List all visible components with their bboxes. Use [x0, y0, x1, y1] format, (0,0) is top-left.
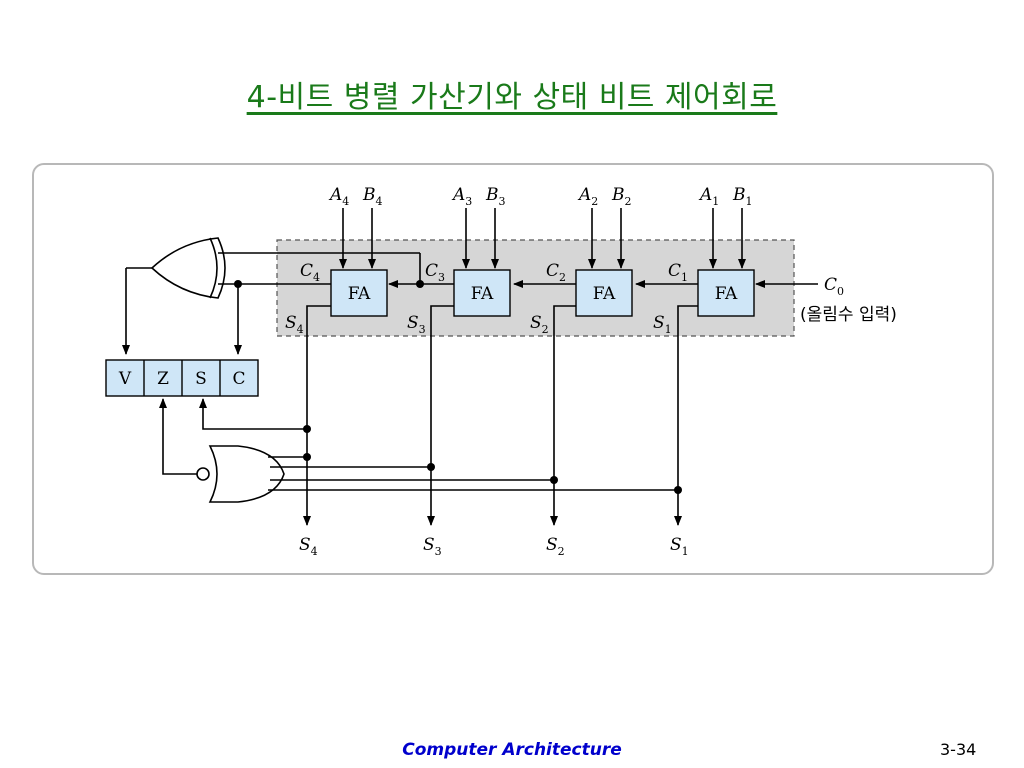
label-s4-inner: S4 — [285, 313, 304, 336]
footer-course-title: Computer Architecture — [402, 740, 622, 760]
status-register: V Z S C — [105, 359, 259, 397]
full-adder-2: FA — [575, 269, 633, 317]
output-s1: S1 — [670, 535, 689, 558]
label-s1-inner: S1 — [653, 313, 672, 336]
label-s3-inner: S3 — [407, 313, 426, 336]
label-a4: A4 — [328, 185, 349, 208]
label-c1: C1 — [668, 261, 688, 284]
label-a2: A2 — [577, 185, 598, 208]
label-b2: B2 — [611, 185, 632, 208]
carry-in-note: (올림수 입력) — [800, 305, 897, 325]
svg-text:FA: FA — [471, 284, 494, 304]
full-adder-1: FA — [697, 269, 755, 317]
output-s3: S3 — [423, 535, 442, 558]
label-b1: B1 — [732, 185, 753, 208]
full-adder-4: FA — [330, 269, 388, 317]
svg-text:FA: FA — [348, 284, 371, 304]
label-c4: C4 — [300, 261, 320, 284]
label-b3: B3 — [485, 185, 506, 208]
status-bit-z: Z — [157, 369, 169, 389]
status-bit-v: V — [118, 369, 132, 389]
label-c0: C0 — [824, 275, 844, 298]
svg-text:FA: FA — [715, 284, 738, 304]
page-number: 3-34 — [940, 740, 977, 759]
label-a1: A1 — [698, 185, 719, 208]
status-bit-c: C — [232, 369, 245, 389]
label-s2-inner: S2 — [530, 313, 549, 336]
output-s2: S2 — [546, 535, 565, 558]
svg-text:FA: FA — [593, 284, 616, 304]
label-c3: C3 — [425, 261, 445, 284]
output-s4: S4 — [299, 535, 318, 558]
label-a3: A3 — [451, 185, 472, 208]
label-b4: B4 — [362, 185, 383, 208]
full-adder-3: FA — [453, 269, 511, 317]
status-bit-s: S — [195, 369, 207, 389]
label-c2: C2 — [546, 261, 566, 284]
slide-title: 4-비트 병렬 가산기와 상태 비트 제어회로 — [246, 80, 778, 115]
